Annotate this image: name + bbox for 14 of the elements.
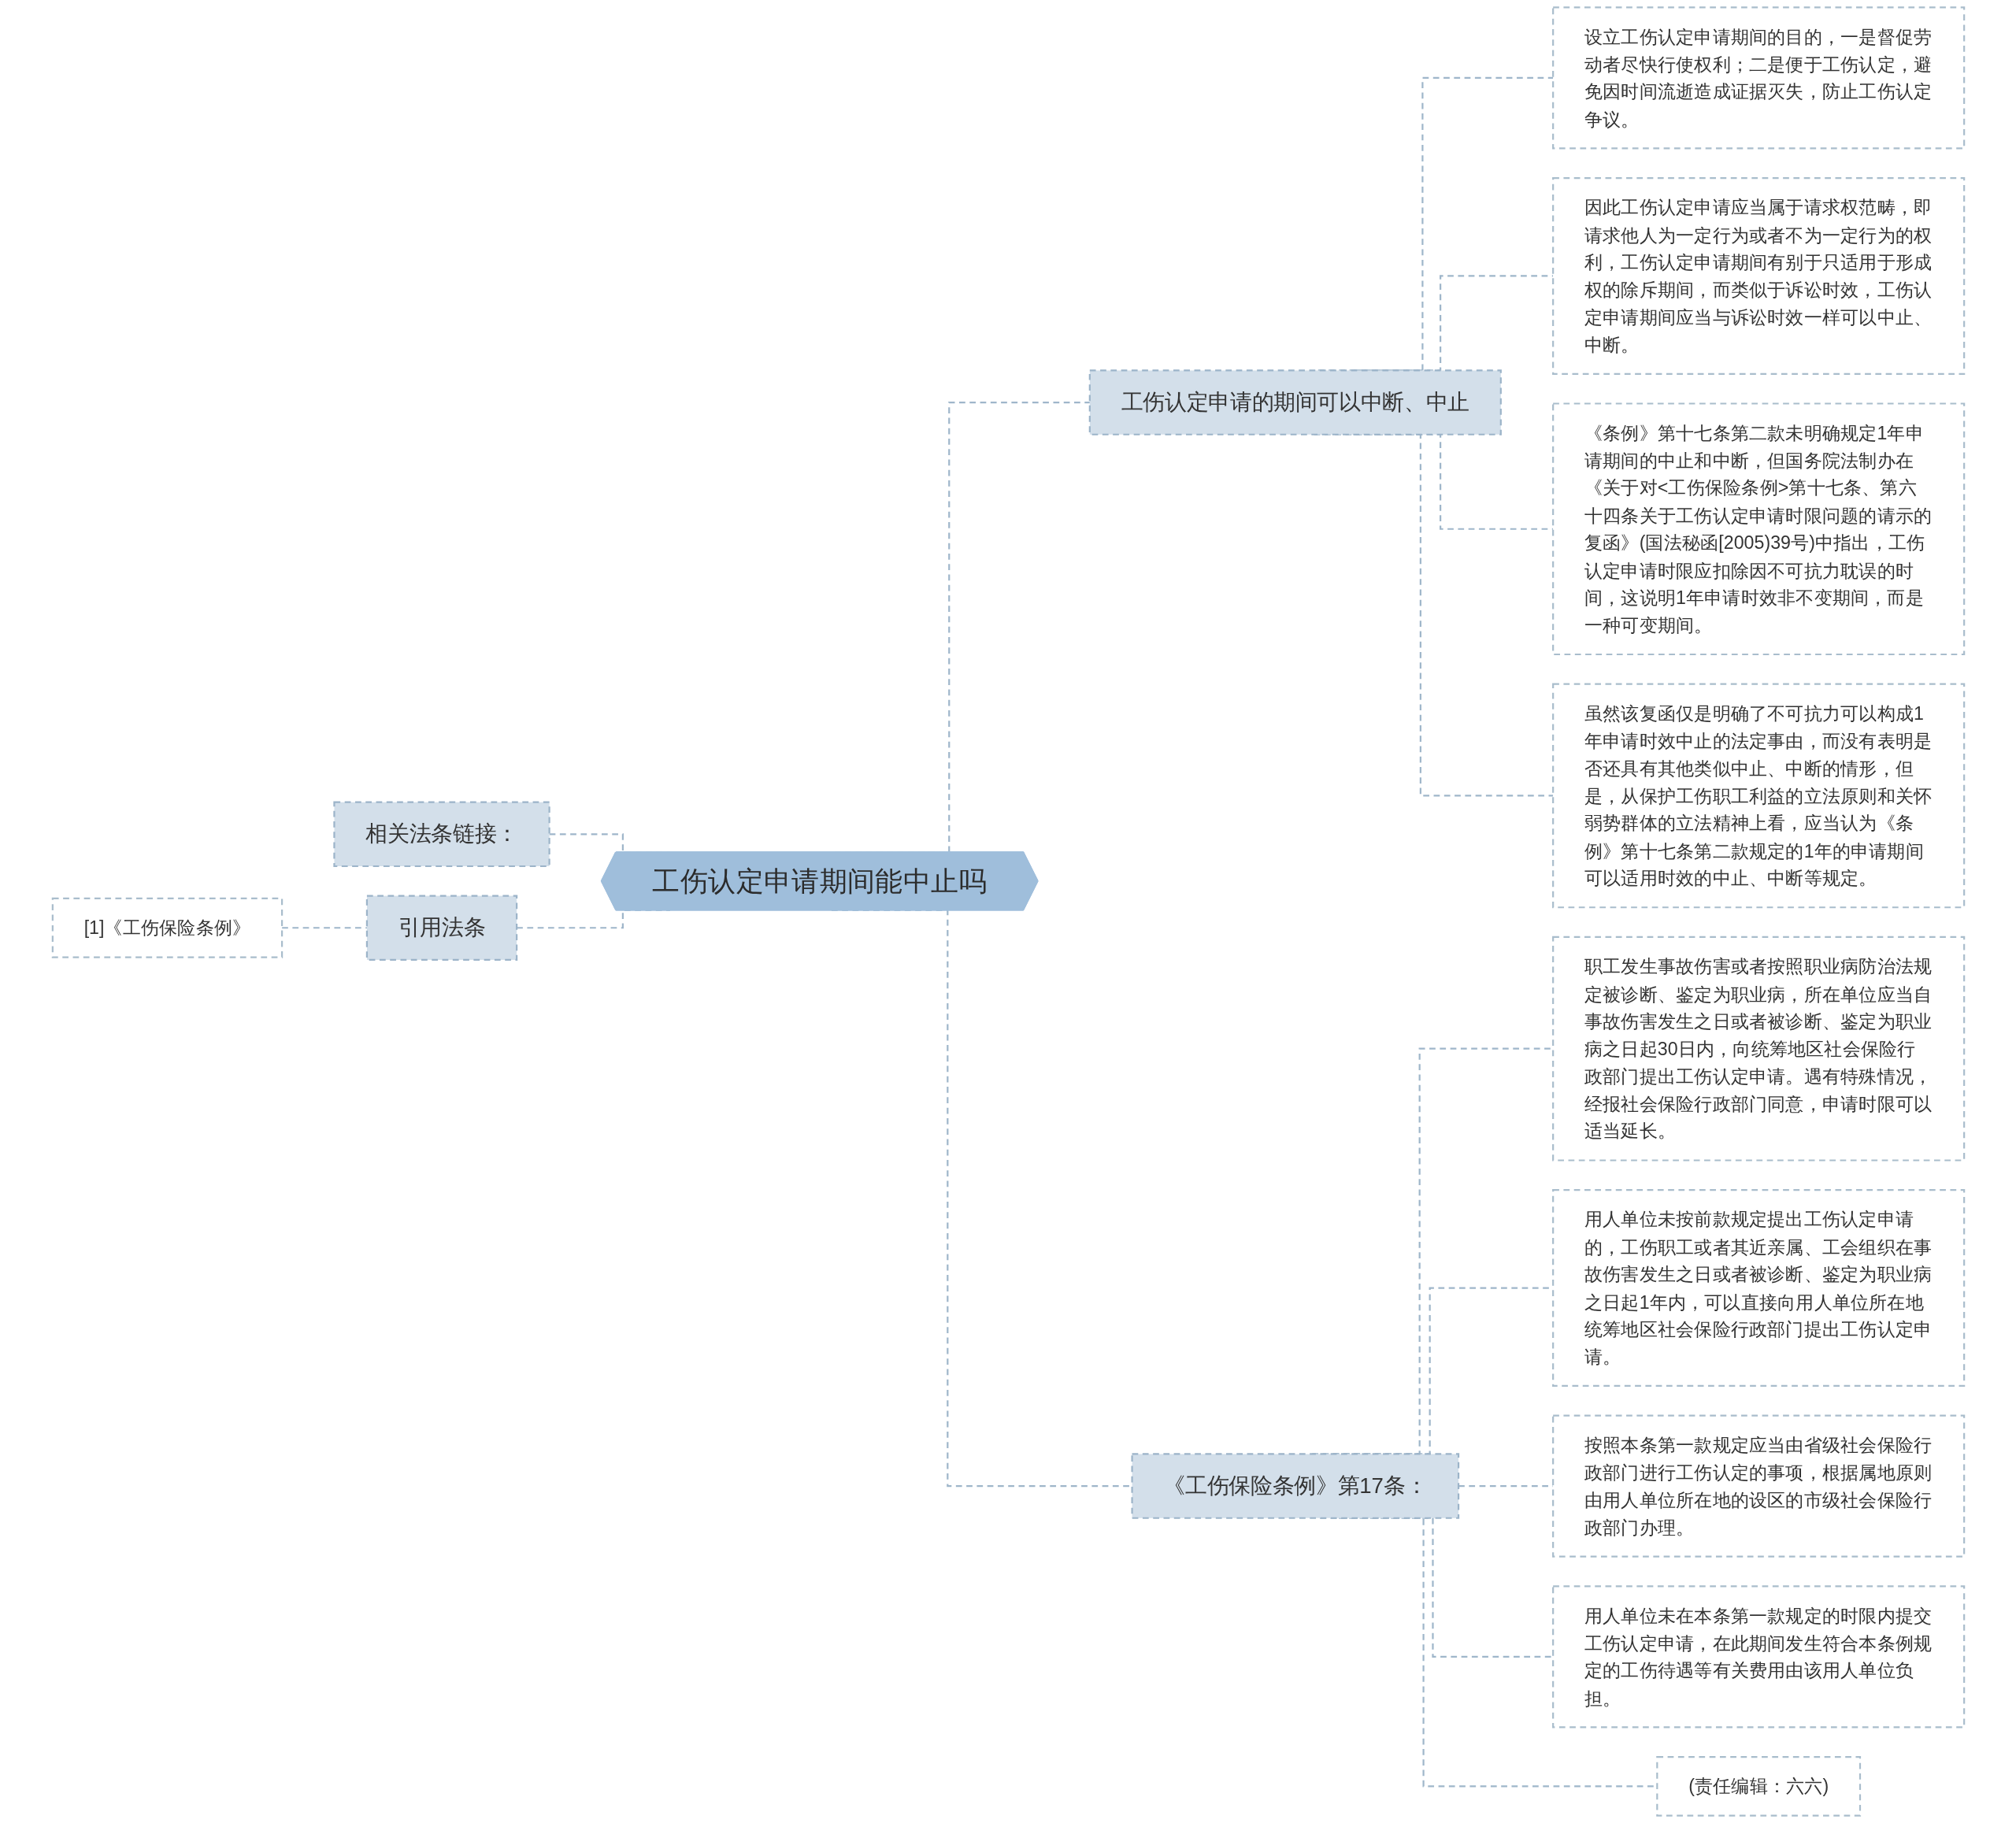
node-box: [1]《工伤保险条例》 bbox=[51, 897, 283, 958]
node-box: 虽然该复函仅是明确了不可抗力可以构成1年申请时效中止的法定事由，而没有表明是否还具有其他类似中止、中断的情形，但是，从保护工伤职工利益的立法原则和关怀弱势群体的立法精神上看，应当认为《条例》第十七条第二款规定的1年的申请期间可以适用时效的中止、中断等规定。 bbox=[1551, 683, 1965, 909]
node-box: 设立工伤认定申请期间的目的，一是督促劳动者尽快行使权利；二是便于工伤认定，避免因时间流逝造成证据灭失，防止工伤认定争议。 bbox=[1551, 6, 1965, 150]
node-box: 工伤认定申请的期间可以中断、中止 bbox=[1088, 369, 1502, 435]
node-box: 《工伤保险条例》第17条： bbox=[1130, 1453, 1459, 1519]
node-box: 按照本条第一款规定应当由省级社会保险行政部门进行工伤认定的事项，根据属地原则由用人单位所在地的设区的市级社会保险行政部门办理。 bbox=[1551, 1414, 1965, 1558]
node-box: (责任编辑：六六) bbox=[1655, 1755, 1861, 1817]
node-box: 相关法条链接： bbox=[332, 801, 550, 868]
node-box: 因此工伤认定申请应当属于请求权范畴，即请求他人为一定行为或者不为一定行为的权利，工伤认定申请期间有别于只适用于形成权的除斥期间，而类似于诉讼时效，工伤认定申请期间应当与诉讼时效一样可以中止、中断。 bbox=[1551, 176, 1965, 375]
node-box: 用人单位未在本条第一款规定的时限内提交工伤认定申请，在此期间发生符合本条例规定的工伤待遇等有关费用由该用人单位负担。 bbox=[1551, 1585, 1965, 1729]
node-box: 职工发生事故伤害或者按照职业病防治法规定被诊断、鉴定为职业病，所在单位应当自事故伤害发生之日或者被诊断、鉴定为职业病之日起30日内，向统筹地区社会保险行政部门提出工伤认定申请。遇有特殊情况，经报社会保险行政部门同意，申请时限可以适当延长。 bbox=[1551, 936, 1965, 1162]
node-box: 引用法条 bbox=[365, 895, 517, 961]
node-box: 《条例》第十七条第二款未明确规定1年申请期间的中止和中断，但国务院法制办在《关于对<工伤保险条例>第十七条、第六十四条关于工伤认定申请时限问题的请示的复函》(国法秘函[2005)39号)中指出，工伤认定申请时限应扣除因不可抗力耽误的时间，这说明1年申请时效非不变期间，而是一种可变期间。 bbox=[1551, 402, 1965, 656]
node-box: 用人单位未按前款规定提出工伤认定申请的，工伤职工或者其近亲属、工会组织在事故伤害发生之日或者被诊断、鉴定为职业病之日起1年内，可以直接向用人单位所在地统筹地区社会保险行政部门提出工伤认定申请。 bbox=[1551, 1189, 1965, 1388]
